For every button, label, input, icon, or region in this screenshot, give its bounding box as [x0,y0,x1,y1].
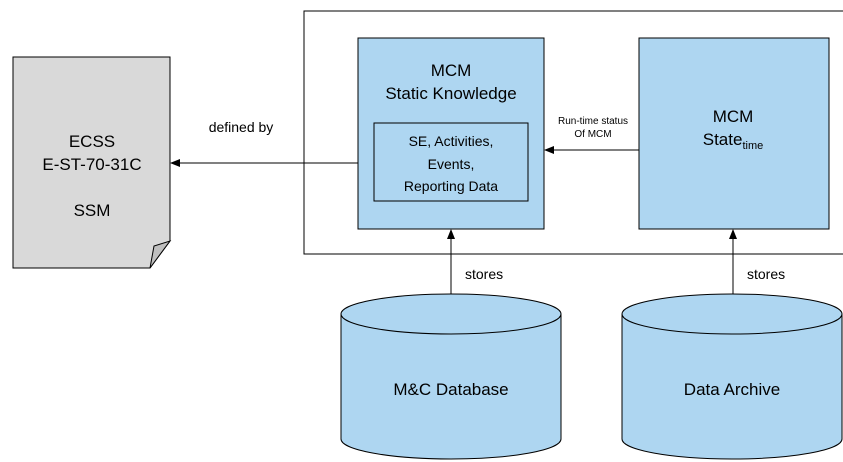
mc-database-cylinder: M&C Database [340,293,562,460]
document-fold [149,240,172,269]
db-left-top [340,293,562,335]
document-line-2: E-ST-70-31C [42,155,141,174]
runtime-label-line-2: Of MCM [574,129,611,140]
document-line-3: SSM [74,201,111,220]
runtime-label-line-1: Run-time status [558,116,628,127]
stores-right-label: stores [747,266,785,282]
mcm-static-knowledge-box: MCM Static Knowledge SE, Activities, Eve… [357,37,545,230]
ecss-document: ECSS E-ST-70-31C SSM [12,56,172,269]
db-right-label: Data Archive [684,380,780,399]
db-left-label: M&C Database [393,380,508,399]
state-title-main: State [703,130,743,149]
static-inner-line-3: Reporting Data [404,178,498,194]
db-left-body [340,314,562,460]
defined-by-label: defined by [209,119,274,135]
data-archive-cylinder: Data Archive [621,293,843,460]
stores-left-label: stores [465,266,503,282]
document-line-1: ECSS [69,132,115,151]
static-inner-line-1: SE, Activities, [409,133,494,149]
state-title-line-2: Statetime [703,130,763,152]
state-title-subscript: time [742,140,763,152]
static-title-line-1: MCM [431,61,472,80]
db-right-body [621,314,843,460]
static-inner-line-2: Events, [428,156,475,172]
mcm-state-box: MCM Statetime [638,37,830,230]
static-inner-box [373,122,529,202]
state-title-line-1: MCM [713,107,754,126]
static-title-line-2: Static Knowledge [385,84,516,103]
db-right-top [621,293,843,335]
